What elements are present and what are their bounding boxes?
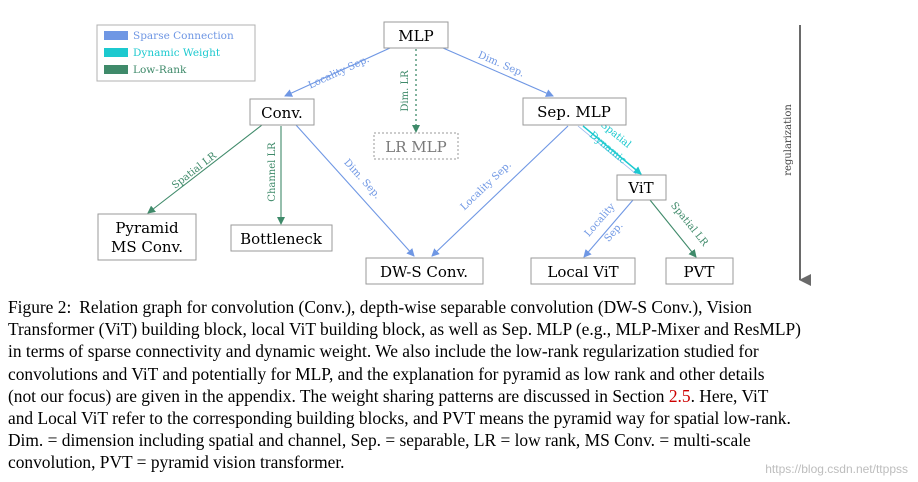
edge-label-conv-bottleneck: Channel LR	[267, 142, 278, 202]
relation-graph: Sparse Connection Dynamic Weight Low-Ran…	[96, 21, 811, 286]
caption-line-5: (not our focus) are given in the appendi…	[8, 385, 913, 407]
edge-vit-localvit	[583, 199, 634, 258]
edge-label-conv-dws: Dim. Sep.	[341, 157, 382, 201]
edges	[147, 47, 697, 258]
caption-line-2: Transformer (ViT) building block, local …	[8, 319, 801, 340]
node-pyramid-label-1: Pyramid	[115, 219, 179, 237]
legend-swatch-lowrank	[104, 65, 128, 74]
edge-sepmlp-vit-sparse	[577, 125, 637, 175]
caption-figure-label: Figure 2:	[8, 297, 72, 317]
nodes: MLP Conv. LR MLP Sep. MLP ViT Pyramid MS…	[97, 21, 734, 285]
node-vit: ViT	[616, 174, 667, 201]
legend-item-dynamic: Dynamic Weight	[104, 47, 221, 59]
node-local-vit-label: Local ViT	[547, 263, 618, 281]
legend-item-lowrank: Low-Rank	[104, 64, 187, 76]
edge-label-conv-pyramid: Spatial LR	[170, 150, 219, 191]
caption-line-5-post: . Here, ViT	[690, 385, 769, 406]
edge-label-mlp-sepmlp: Dim. Sep.	[476, 50, 526, 80]
edge-label-mlp-conv: Locality Sep.	[307, 54, 371, 91]
node-vit-label: ViT	[627, 179, 653, 197]
caption-line-7: Dim. = dimension including spatial and c…	[8, 430, 751, 451]
edge-sepmlp-dws	[431, 125, 569, 257]
regularization-label: regularization	[783, 104, 794, 176]
caption-line-1-text: Relation graph for convolution (Conv.), …	[79, 297, 752, 317]
caption-line-1: Figure 2: Relation graph for convolution …	[8, 296, 913, 318]
edge-sepmlp-vit-dynamic	[582, 125, 642, 175]
legend-swatch-dynamic	[104, 48, 128, 57]
edge-conv-dws	[295, 124, 415, 257]
node-pvt-label: PVT	[684, 263, 715, 281]
node-bottleneck-label: Bottleneck	[240, 230, 323, 248]
legend-swatch-sparse	[104, 31, 128, 40]
legend-label-sparse: Sparse Connection	[133, 30, 234, 42]
figure-caption: Figure 2: Relation graph for convolution …	[8, 296, 913, 474]
node-mlp: MLP	[383, 21, 449, 49]
node-lr-mlp-label: LR MLP	[385, 138, 446, 156]
node-mlp-label: MLP	[398, 27, 433, 45]
legend-label-lowrank: Low-Rank	[133, 64, 187, 76]
edge-label-vit-localvit-2: Sep.	[603, 220, 626, 244]
caption-line-5-pre: (not our focus) are given in the appendi…	[8, 385, 669, 406]
node-pyramid-ms-conv: Pyramid MS Conv.	[97, 213, 197, 261]
caption-line-3: in terms of sparse connectivity and dyna…	[8, 341, 759, 362]
regularization-axis: regularization	[783, 25, 811, 286]
node-local-vit: Local ViT	[530, 257, 636, 285]
edge-vit-pvt	[649, 199, 697, 258]
edge-conv-pyramid	[147, 124, 263, 214]
node-pyramid-label-2: MS Conv.	[111, 238, 183, 256]
node-dws-conv: DW-S Conv.	[365, 257, 484, 285]
caption-line-6: and Local ViT refer to the corresponding…	[8, 408, 791, 429]
node-pvt: PVT	[665, 257, 734, 285]
node-bottleneck: Bottleneck	[230, 224, 333, 252]
node-dws-conv-label: DW-S Conv.	[380, 263, 468, 281]
watermark: https://blog.csdn.net/ttppss	[765, 462, 908, 476]
edge-mlp-conv	[284, 47, 391, 97]
caption-line-8: convolution, PVT = pyramid vision transf…	[8, 452, 345, 473]
node-conv-label: Conv.	[261, 104, 303, 122]
node-sep-mlp-label: Sep. MLP	[537, 103, 611, 121]
node-lr-mlp: LR MLP	[373, 132, 459, 160]
edge-mlp-sepmlp	[442, 47, 554, 97]
node-sep-mlp: Sep. MLP	[522, 97, 627, 126]
edge-label-mlp-lrmlp: Dim. LR	[400, 70, 411, 112]
node-conv: Conv.	[249, 98, 315, 126]
caption-line-4: convolutions and ViT and potentially for…	[8, 363, 765, 384]
legend: Sparse Connection Dynamic Weight Low-Ran…	[96, 24, 256, 82]
edge-label-vit-pvt: Spatial LR	[668, 200, 710, 248]
legend-label-dynamic: Dynamic Weight	[133, 47, 221, 59]
section-reference-link[interactable]: 2.5	[668, 385, 691, 406]
legend-item-sparse: Sparse Connection	[104, 30, 234, 42]
